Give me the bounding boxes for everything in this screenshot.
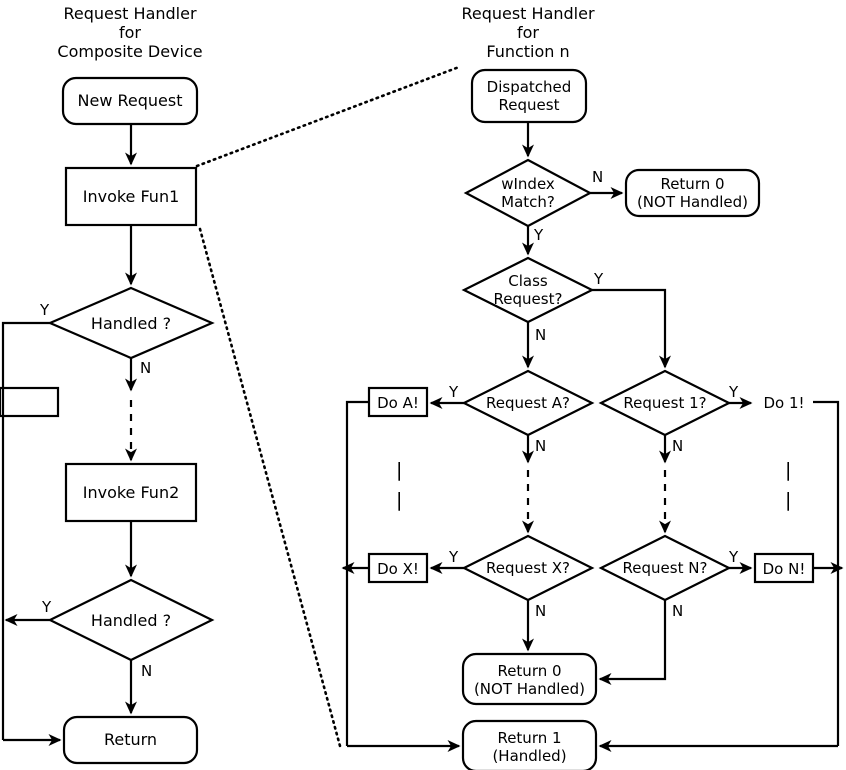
shape-do-x xyxy=(367,552,429,584)
shape-return0-bottom xyxy=(461,652,598,706)
right-flow-title: Request Handler for Function n xyxy=(461,4,595,61)
edge-do1-to-right-rail xyxy=(813,400,840,746)
shape-do-a xyxy=(367,386,429,418)
shape-request-a xyxy=(461,369,595,437)
edge-label-handled2-yes: Y xyxy=(42,598,52,616)
ellipsis-right-upper: | xyxy=(785,459,792,481)
edge-label-requestx-yes: Y xyxy=(449,548,459,566)
shape-invoke-fun2 xyxy=(64,462,198,523)
ellipsis-right-lower: | xyxy=(785,489,792,511)
shape-dispatched-request xyxy=(470,68,588,124)
shape-windex-match xyxy=(463,158,593,228)
edge-label-requestx-no: N xyxy=(535,602,547,620)
shape-handled-1 xyxy=(47,286,215,360)
edge-label-requestn-no: N xyxy=(672,602,684,620)
shape-handled-2 xyxy=(47,578,215,662)
shape-return0-top xyxy=(624,168,761,218)
edge-label-request1-no: N xyxy=(672,437,684,455)
shape-do-n xyxy=(753,552,815,584)
shape-invoke-fun1 xyxy=(64,166,198,227)
shape-return1 xyxy=(461,719,598,770)
callout-line-bottom xyxy=(198,227,342,748)
ellipsis-left-lower: | xyxy=(396,489,403,511)
ellipsis-left-upper: | xyxy=(396,459,403,481)
edge-handled1-yes-bypass xyxy=(1,321,50,740)
edge-label-handled1-no: N xyxy=(140,359,152,377)
shape-do-1 xyxy=(0,386,60,418)
edge-label-request1-yes: Y xyxy=(729,383,739,401)
edge-label-windex-yes: Y xyxy=(534,226,544,244)
edge-label-requesta-yes: Y xyxy=(449,383,459,401)
edge-label-class-yes: Y xyxy=(594,270,604,288)
edge-label-windex-no: N xyxy=(592,168,604,186)
edge-label-handled1-yes: Y xyxy=(40,301,50,319)
edge-requestn-no-to-return0 xyxy=(598,600,667,685)
edge-label-class-no: N xyxy=(535,326,547,344)
edge-label-requestn-yes: Y xyxy=(729,548,739,566)
callout-line-top xyxy=(195,65,461,168)
shape-new-request xyxy=(61,76,199,126)
shape-return xyxy=(62,715,199,765)
left-flow-title: Request Handler for Composite Device xyxy=(57,4,203,61)
edge-label-requesta-no: N xyxy=(535,437,547,455)
edge-class-yes-to-request1 xyxy=(592,288,671,369)
edge-label-handled2-no: N xyxy=(141,662,153,680)
shape-request-1 xyxy=(598,369,732,437)
edge-doa-to-left-rail xyxy=(345,400,369,746)
shape-class-request xyxy=(461,256,595,324)
shape-request-n xyxy=(598,534,732,602)
shape-request-x xyxy=(461,534,595,602)
